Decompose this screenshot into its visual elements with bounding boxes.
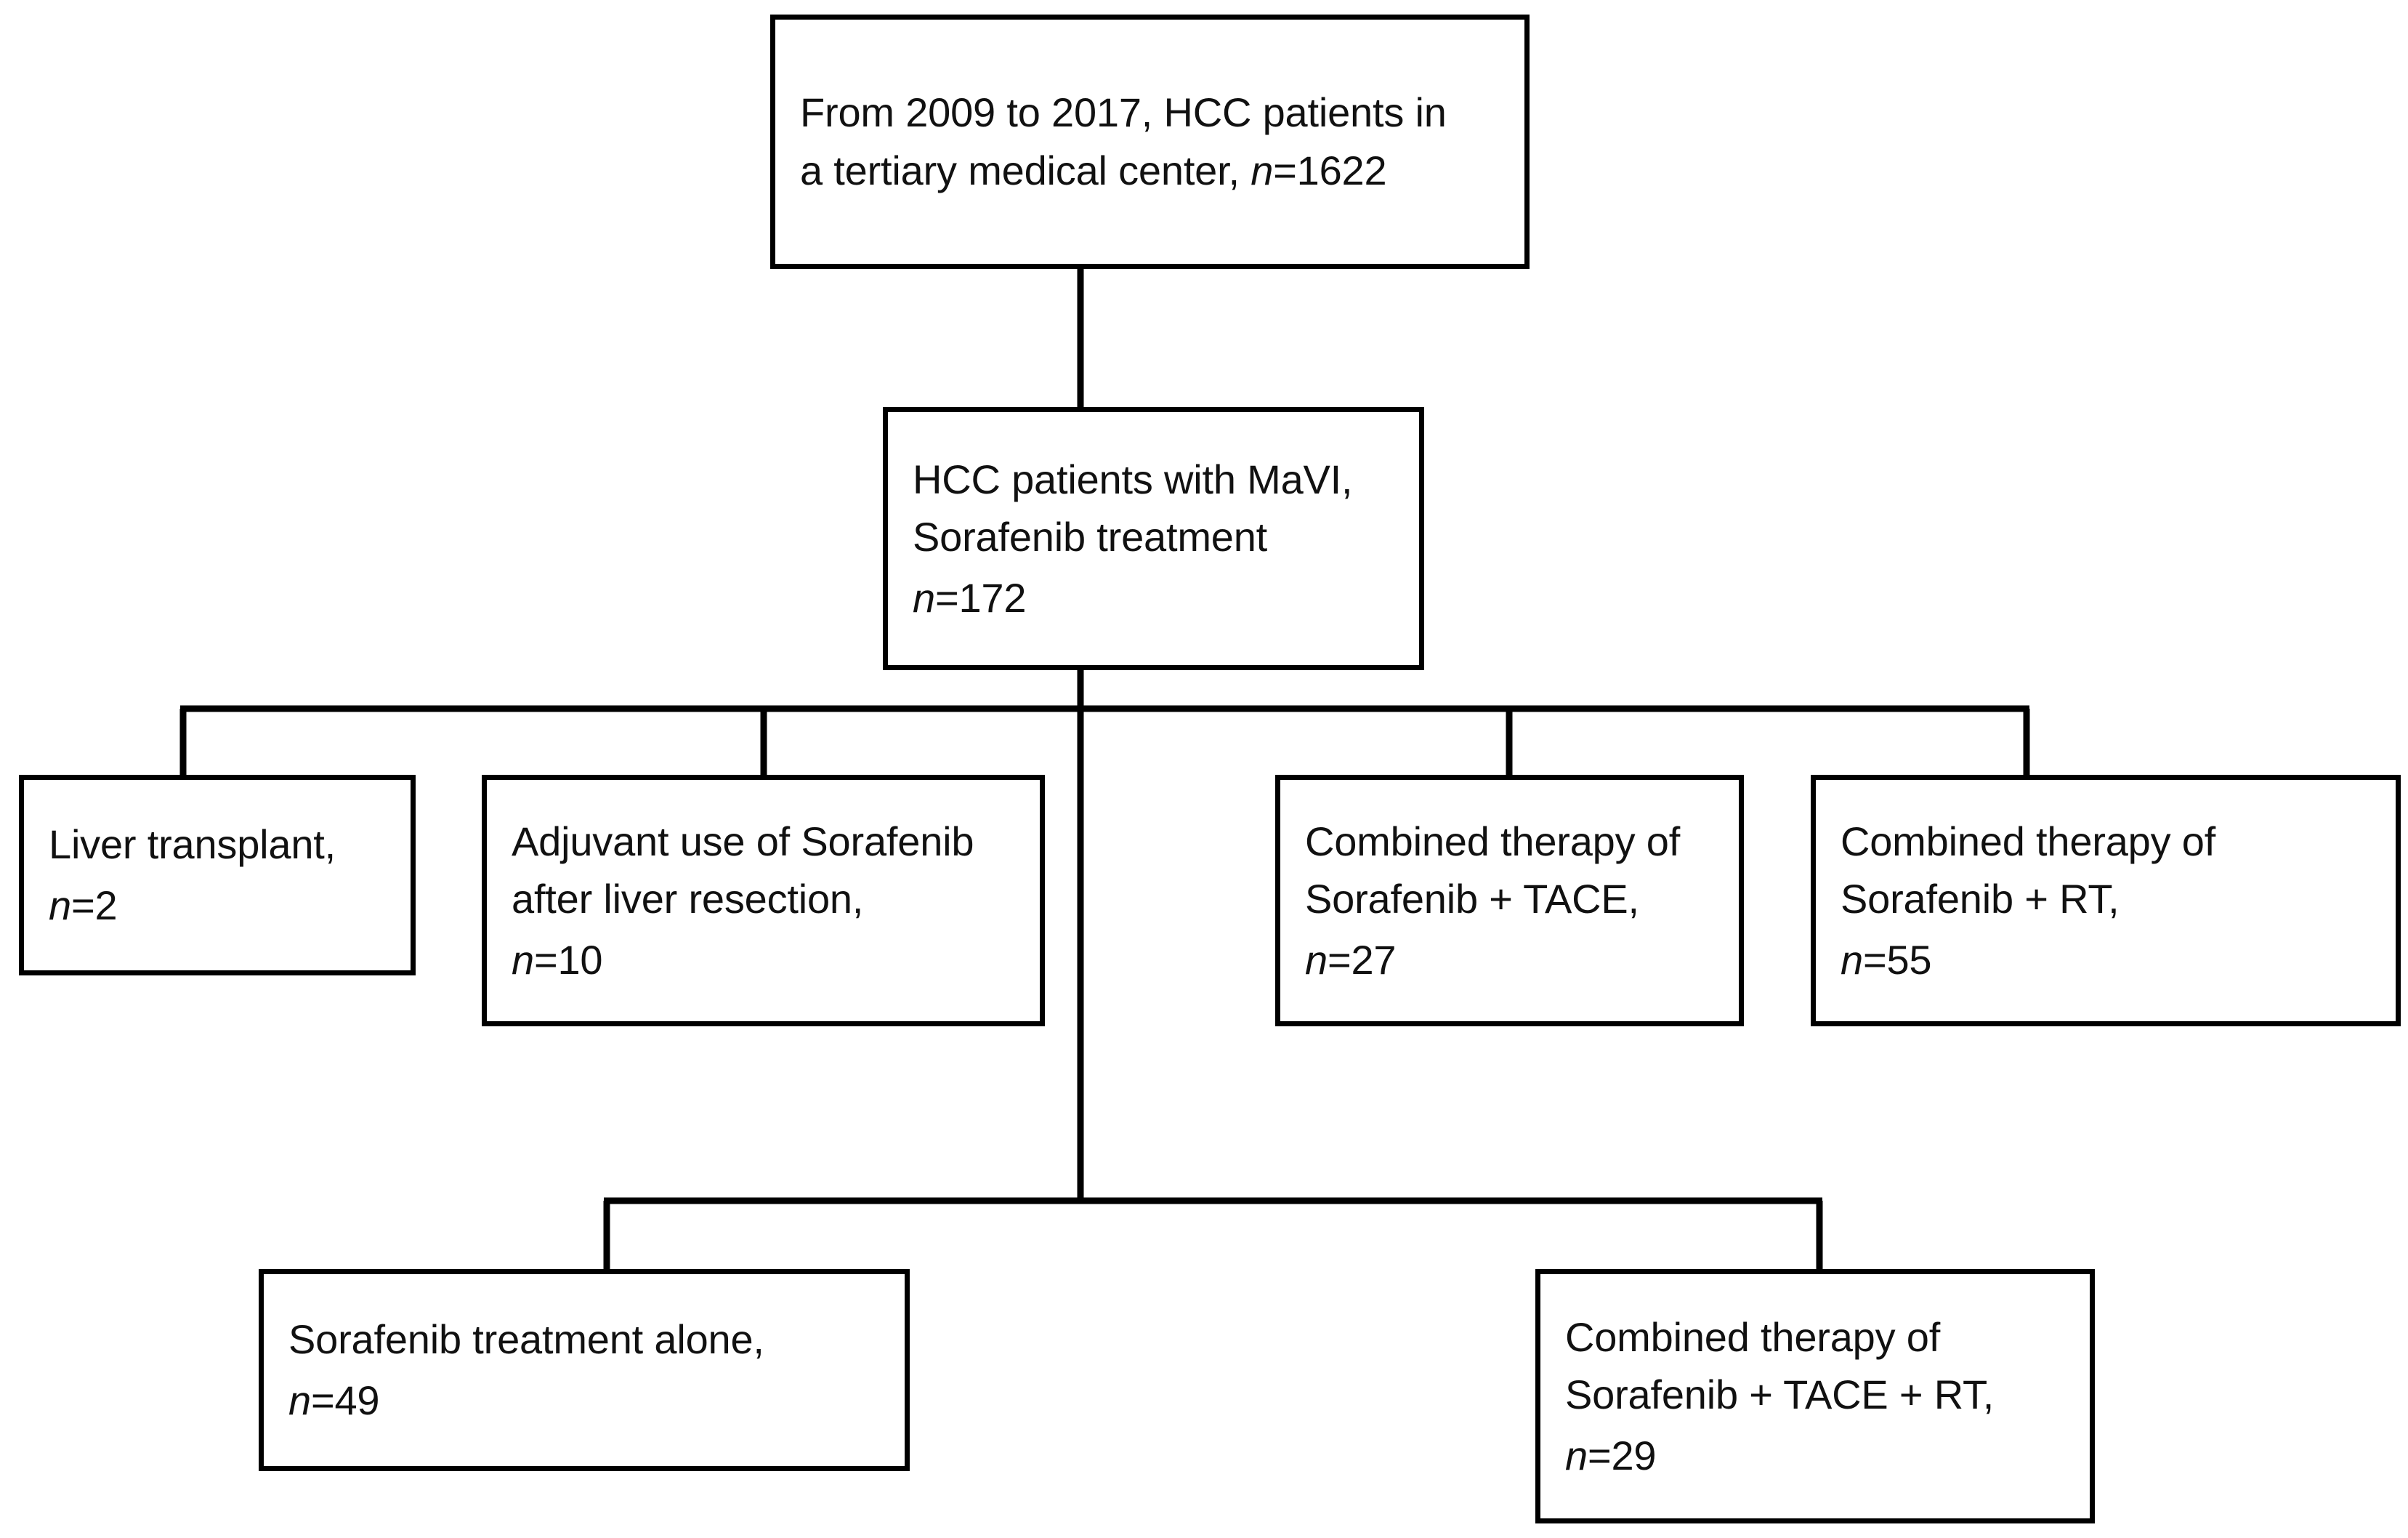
node-sorafenib-tace-n-symbol: n bbox=[1305, 936, 1328, 983]
node-sorafenib-tace-rt-n-symbol: n bbox=[1565, 1432, 1588, 1478]
node-liver-transplant-line-1: Liver transplant, bbox=[49, 821, 336, 868]
node-sorafenib-tace-rt-line-2: Sorafenib + TACE + RT, bbox=[1565, 1372, 1995, 1418]
node-sorafenib-alone-n-value: =49 bbox=[310, 1377, 380, 1423]
node-liver-transplant: Liver transplant, n=2 bbox=[19, 775, 416, 975]
node-mavi-count: n=172 bbox=[913, 569, 1394, 627]
node-adjuvant-line-2: after liver resection, bbox=[512, 876, 864, 922]
node-adjuvant-n-symbol: n bbox=[512, 936, 534, 983]
node-sorafenib-tace-line-2: Sorafenib + TACE, bbox=[1305, 876, 1639, 922]
node-mavi-sorafenib: HCC patients with MaVI, Sorafenib treatm… bbox=[883, 407, 1424, 670]
node-sorafenib-tace-count: n=27 bbox=[1305, 931, 1714, 989]
node-source-cohort-n-symbol: n bbox=[1251, 148, 1274, 193]
node-liver-transplant-n-value: =2 bbox=[70, 882, 118, 928]
node-adjuvant-count: n=10 bbox=[512, 931, 1015, 989]
node-adjuvant-line-1: Adjuvant use of Sorafenib bbox=[512, 818, 974, 864]
node-sorafenib-rt-line-2: Sorafenib + RT, bbox=[1841, 876, 2120, 922]
node-source-cohort: From 2009 to 2017, HCC patients in a ter… bbox=[770, 15, 1530, 269]
node-sorafenib-rt-count: n=55 bbox=[1841, 931, 2371, 989]
node-mavi-n-value: =172 bbox=[934, 574, 1027, 621]
node-sorafenib-tace-rt-count: n=29 bbox=[1565, 1427, 2065, 1485]
node-sorafenib-tace-rt: Combined therapy of Sorafenib + TACE + R… bbox=[1535, 1269, 2095, 1523]
node-source-cohort-line-2: a tertiary medical center, n=1622 bbox=[800, 142, 1500, 200]
node-adjuvant-n-value: =10 bbox=[533, 936, 603, 983]
node-sorafenib-alone: Sorafenib treatment alone, n=49 bbox=[259, 1269, 910, 1471]
node-liver-transplant-n-symbol: n bbox=[49, 882, 71, 928]
node-source-cohort-line-2-text: a tertiary medical center, bbox=[800, 148, 1251, 193]
node-source-cohort-line-1: From 2009 to 2017, HCC patients in bbox=[800, 89, 1447, 136]
node-sorafenib-tace-n-value: =27 bbox=[1327, 936, 1397, 983]
node-sorafenib-rt: Combined therapy of Sorafenib + RT, n=55 bbox=[1811, 775, 2401, 1026]
node-sorafenib-alone-count: n=49 bbox=[288, 1372, 880, 1430]
node-sorafenib-tace: Combined therapy of Sorafenib + TACE, n=… bbox=[1275, 775, 1744, 1026]
node-sorafenib-alone-line-1: Sorafenib treatment alone, bbox=[288, 1316, 764, 1363]
node-sorafenib-rt-n-value: =55 bbox=[1862, 936, 1932, 983]
node-mavi-line-2: Sorafenib treatment bbox=[913, 514, 1268, 560]
node-source-cohort-n-value: =1622 bbox=[1273, 148, 1387, 193]
node-sorafenib-tace-rt-line-1: Combined therapy of bbox=[1565, 1313, 1941, 1360]
node-sorafenib-tace-rt-n-value: =29 bbox=[1587, 1432, 1657, 1478]
node-sorafenib-alone-n-symbol: n bbox=[288, 1377, 311, 1423]
node-sorafenib-rt-n-symbol: n bbox=[1841, 936, 1863, 983]
node-sorafenib-rt-line-1: Combined therapy of bbox=[1841, 818, 2216, 864]
node-adjuvant-sorafenib: Adjuvant use of Sorafenib after liver re… bbox=[482, 775, 1045, 1026]
node-liver-transplant-count: n=2 bbox=[49, 877, 386, 935]
node-mavi-line-1: HCC patients with MaVI, bbox=[913, 456, 1353, 502]
node-mavi-n-symbol: n bbox=[913, 574, 935, 621]
node-sorafenib-tace-line-1: Combined therapy of bbox=[1305, 818, 1681, 864]
